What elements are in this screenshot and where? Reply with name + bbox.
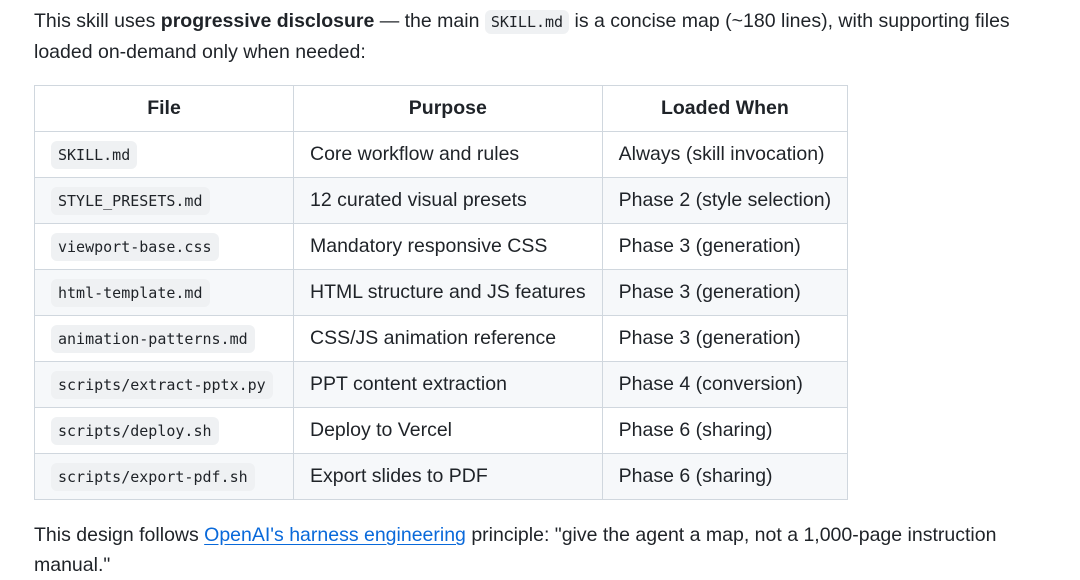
header-file: File [34, 85, 294, 132]
cell-file: scripts/extract-pptx.py [34, 361, 294, 408]
file-code: animation-patterns.md [51, 325, 255, 353]
cell-purpose: Deploy to Vercel [293, 407, 603, 454]
file-code: scripts/extract-pptx.py [51, 371, 273, 399]
file-code: SKILL.md [51, 141, 138, 169]
cell-file: scripts/export-pdf.sh [34, 453, 294, 500]
intro-text-middle: — the main [374, 10, 485, 32]
cell-purpose: Mandatory responsive CSS [293, 223, 603, 270]
table-header-row: File Purpose Loaded When [34, 85, 849, 132]
cell-loaded-when: Phase 3 (generation) [601, 315, 849, 362]
table-row: scripts/export-pdf.sh Export slides to P… [34, 453, 849, 500]
outro-paragraph: This design follows OpenAI's harness eng… [34, 520, 1069, 580]
table-row: STYLE_PRESETS.md 12 curated visual prese… [34, 177, 849, 224]
cell-purpose: PPT content extraction [293, 361, 603, 408]
cell-file: html-template.md [34, 269, 294, 316]
intro-text-before: This skill uses [34, 10, 161, 32]
header-loaded-when: Loaded When [601, 85, 849, 132]
cell-file: STYLE_PRESETS.md [34, 177, 294, 224]
cell-file: viewport-base.css [34, 223, 294, 270]
outro-text-before: This design follows [34, 524, 205, 546]
intro-paragraph: This skill uses progressive disclosure —… [34, 6, 1069, 67]
table-row: viewport-base.css Mandatory responsive C… [34, 223, 849, 270]
header-purpose: Purpose [293, 85, 603, 132]
cell-loaded-when: Phase 6 (sharing) [601, 453, 849, 500]
intro-inline-code: SKILL.md [484, 10, 570, 34]
cell-loaded-when: Phase 2 (style selection) [601, 177, 849, 224]
cell-file: SKILL.md [34, 131, 294, 178]
intro-text-after: is a concise map (~180 lines), with supp… [34, 10, 1010, 63]
outro-text-after: principle: "give the agent a map, not a … [34, 524, 997, 576]
file-code: scripts/export-pdf.sh [51, 463, 255, 491]
cell-loaded-when: Phase 3 (generation) [601, 269, 849, 316]
file-code: scripts/deploy.sh [51, 417, 219, 445]
file-code: viewport-base.css [51, 233, 219, 261]
files-table: File Purpose Loaded When SKILL.md Core w… [34, 85, 849, 500]
table-row: scripts/extract-pptx.py PPT content extr… [34, 361, 849, 408]
cell-purpose: 12 curated visual presets [293, 177, 603, 224]
cell-loaded-when: Always (skill invocation) [601, 131, 849, 178]
cell-file: animation-patterns.md [34, 315, 294, 362]
cell-purpose: Export slides to PDF [293, 453, 603, 500]
intro-bold-term: progressive disclosure [160, 10, 375, 32]
cell-loaded-when: Phase 3 (generation) [601, 223, 849, 270]
table-row: animation-patterns.md CSS/JS animation r… [34, 315, 849, 362]
harness-engineering-link[interactable]: OpenAI's harness engineering [204, 524, 466, 546]
cell-purpose: CSS/JS animation reference [293, 315, 603, 362]
cell-file: scripts/deploy.sh [34, 407, 294, 454]
table-row: SKILL.md Core workflow and rules Always … [34, 131, 849, 178]
cell-loaded-when: Phase 6 (sharing) [601, 407, 849, 454]
cell-purpose: Core workflow and rules [293, 131, 603, 178]
table-row: scripts/deploy.sh Deploy to Vercel Phase… [34, 407, 849, 454]
cell-loaded-when: Phase 4 (conversion) [601, 361, 849, 408]
cell-purpose: HTML structure and JS features [293, 269, 603, 316]
table-row: html-template.md HTML structure and JS f… [34, 269, 849, 316]
file-code: STYLE_PRESETS.md [51, 187, 210, 215]
file-code: html-template.md [51, 279, 210, 307]
